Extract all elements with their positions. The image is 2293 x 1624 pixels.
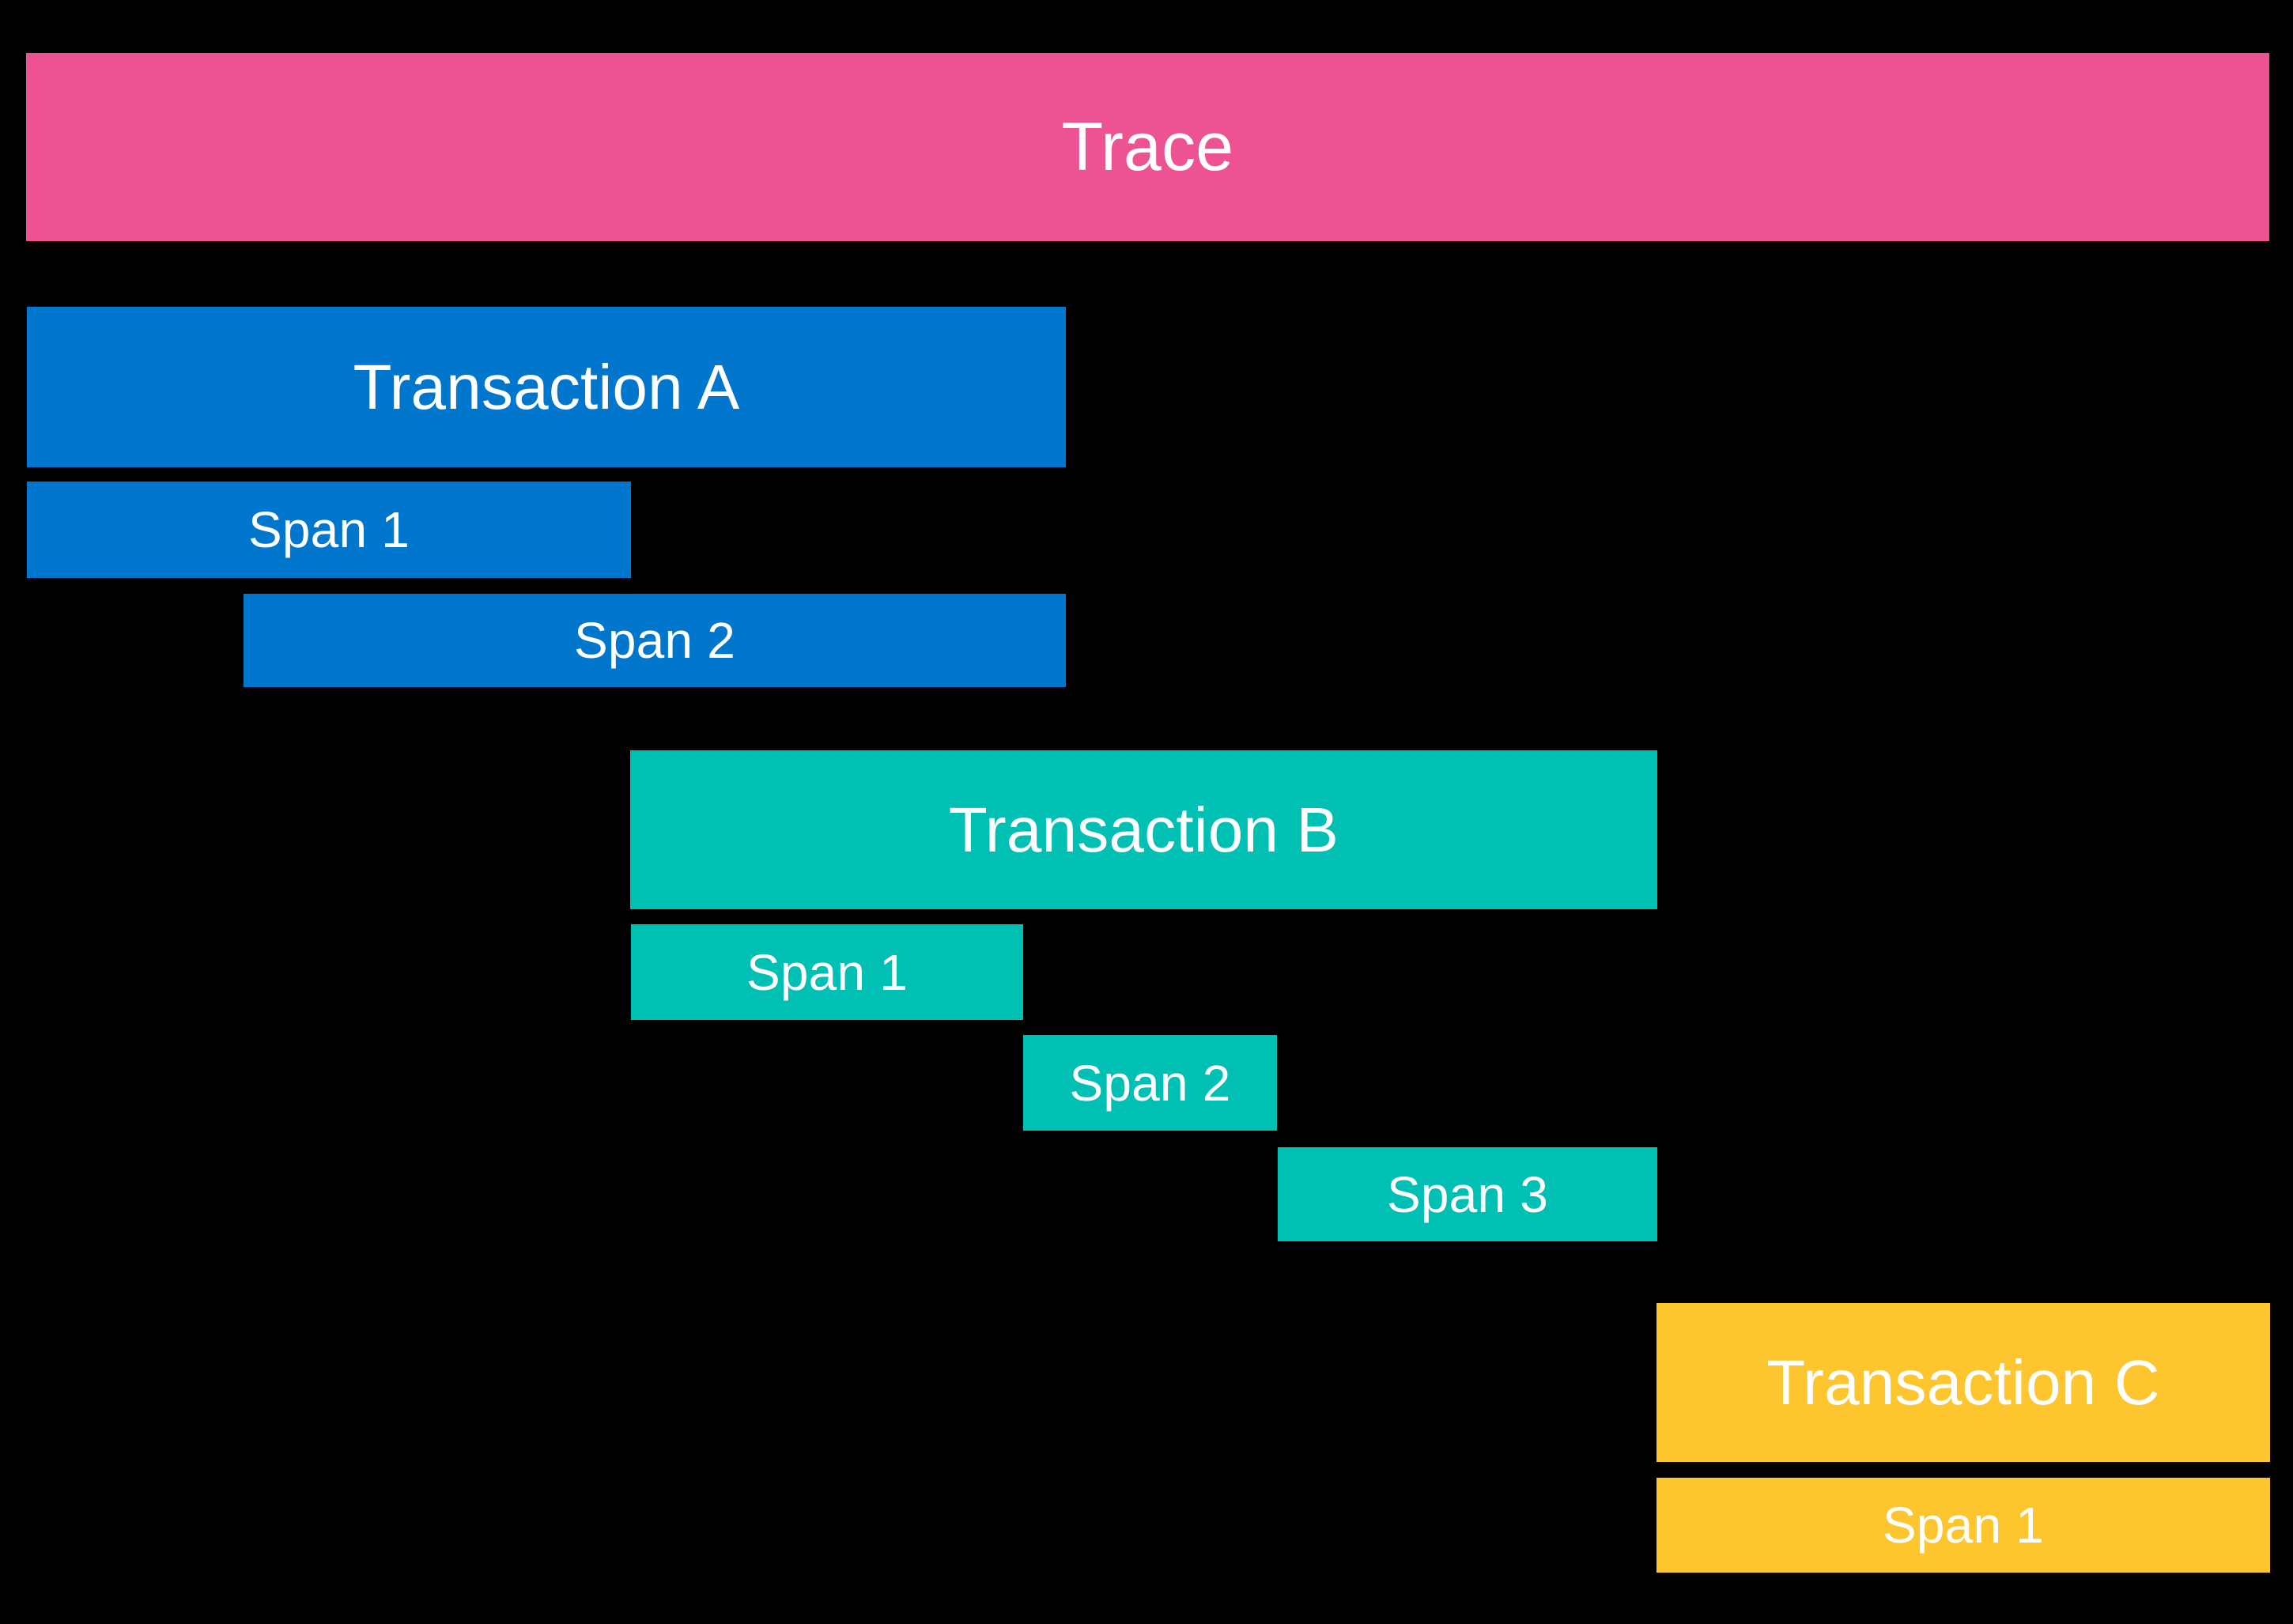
trace-bar[interactable]: Trace bbox=[26, 53, 2269, 241]
transaction-b-bar[interactable]: Transaction B bbox=[630, 750, 1657, 909]
transaction-a-span-2-label: Span 2 bbox=[573, 612, 736, 669]
transaction-a-span-2-bar[interactable]: Span 2 bbox=[244, 594, 1066, 687]
transaction-c-label: Transaction C bbox=[1766, 1346, 2160, 1418]
transaction-b-span-1-label: Span 1 bbox=[746, 943, 909, 1001]
transaction-b-span-2-bar[interactable]: Span 2 bbox=[1023, 1035, 1277, 1131]
transaction-b-label: Transaction B bbox=[948, 794, 1339, 865]
transaction-b-span-3-label: Span 3 bbox=[1386, 1165, 1549, 1223]
transaction-b-span-1-bar[interactable]: Span 1 bbox=[631, 924, 1023, 1020]
transaction-c-span-1-label: Span 1 bbox=[1882, 1497, 2045, 1554]
transaction-c-span-1-bar[interactable]: Span 1 bbox=[1656, 1478, 2270, 1573]
transaction-a-label: Transaction A bbox=[353, 351, 740, 422]
transaction-a-span-1-bar[interactable]: Span 1 bbox=[27, 482, 631, 578]
trace-bar-label: Trace bbox=[1061, 109, 1234, 185]
transaction-c-bar[interactable]: Transaction C bbox=[1656, 1303, 2270, 1462]
transaction-a-span-1-label: Span 1 bbox=[247, 501, 410, 558]
transaction-b-span-3-bar[interactable]: Span 3 bbox=[1278, 1147, 1657, 1241]
transaction-b-span-2-label: Span 2 bbox=[1069, 1054, 1231, 1112]
transaction-a-bar[interactable]: Transaction A bbox=[27, 307, 1066, 467]
